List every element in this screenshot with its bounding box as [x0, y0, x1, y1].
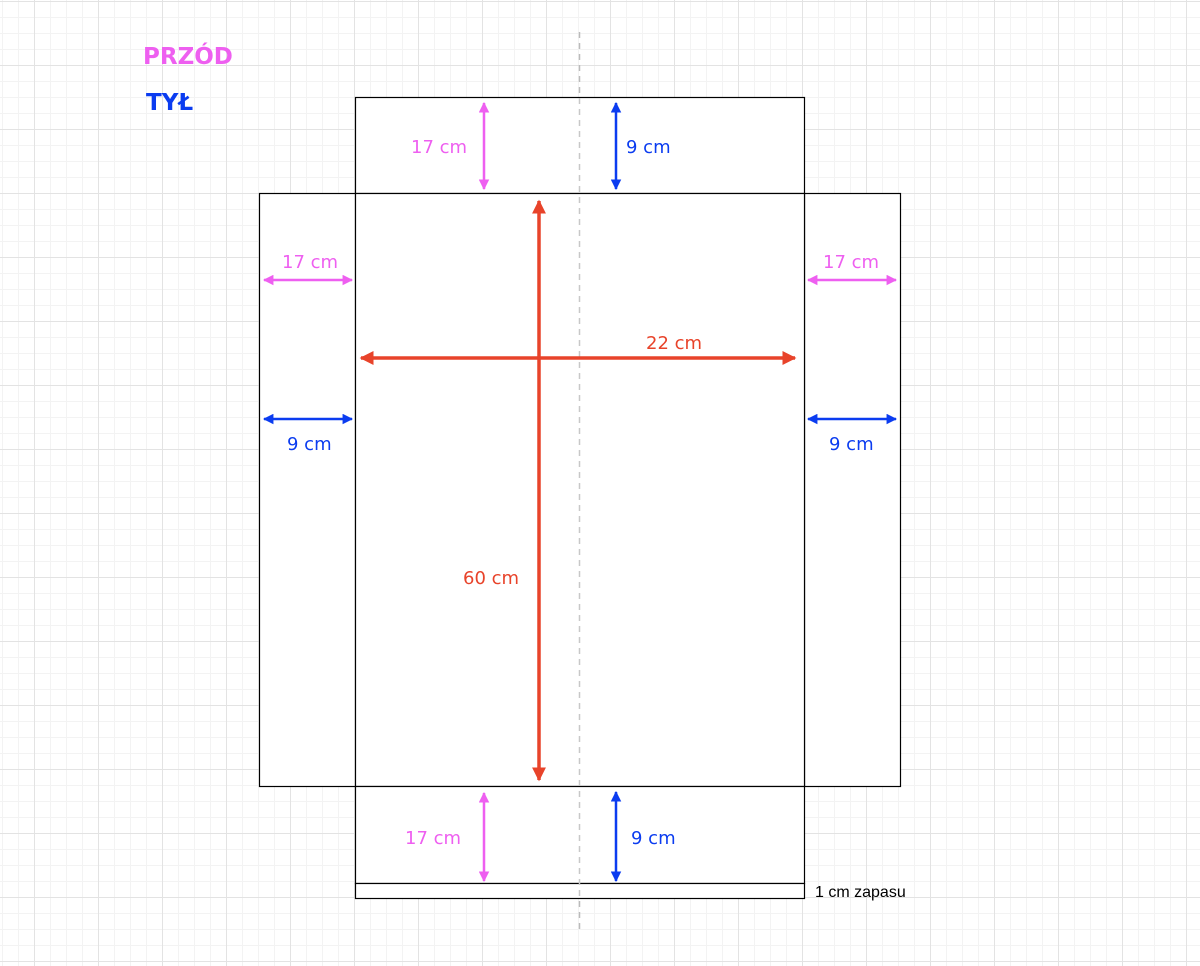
- left-front-label: 17 cm: [282, 252, 338, 273]
- legend-front: PRZÓD: [143, 44, 233, 70]
- seam-allowance-label: 1 cm zapasu: [815, 884, 906, 901]
- main-panel: [354, 192, 806, 788]
- top-front-label: 17 cm: [411, 137, 467, 158]
- bottom-front-label: 17 cm: [405, 828, 461, 849]
- right-panel: [803, 192, 902, 788]
- left-panel: [258, 192, 357, 788]
- bottom-back-label: 9 cm: [631, 828, 676, 849]
- legend-back: TYŁ: [146, 90, 194, 116]
- width-label: 22 cm: [646, 333, 702, 354]
- left-back-label: 9 cm: [287, 434, 332, 455]
- length-label: 60 cm: [463, 568, 519, 589]
- top-back-label: 9 cm: [626, 137, 671, 158]
- right-front-label: 17 cm: [823, 252, 879, 273]
- right-back-label: 9 cm: [829, 434, 874, 455]
